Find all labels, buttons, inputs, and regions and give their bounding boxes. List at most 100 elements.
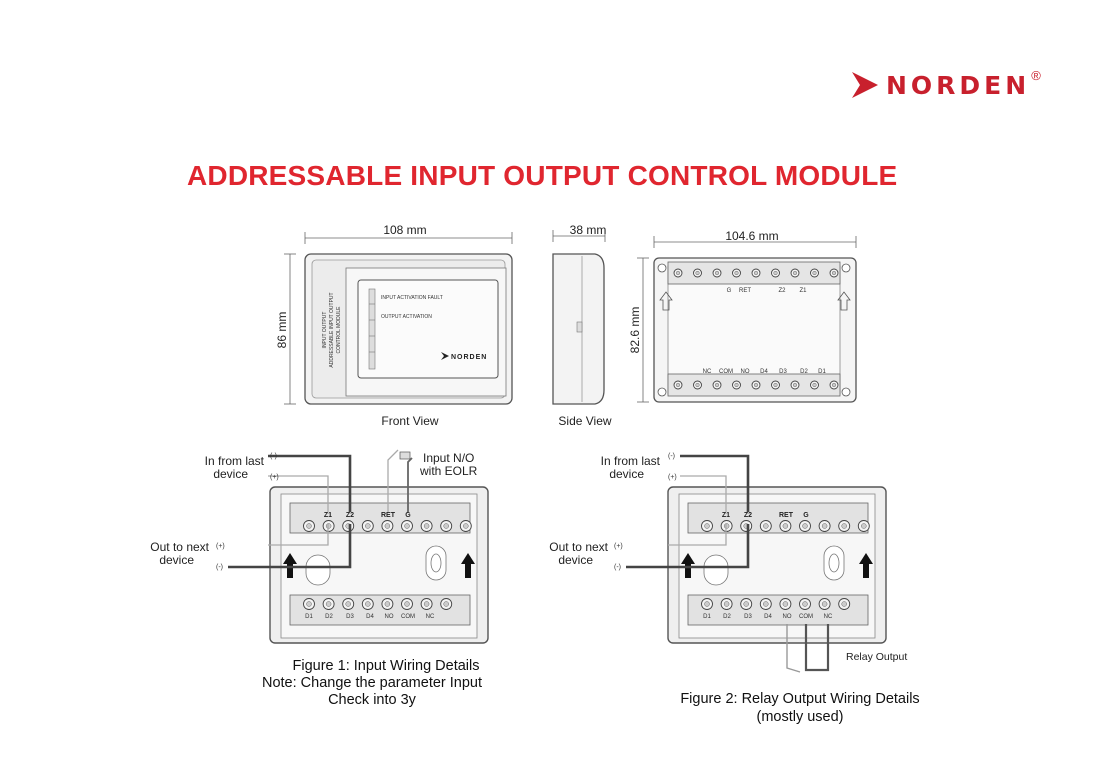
brand-name: NORDEN (886, 70, 1031, 100)
fig2-out-to-next: Out to next (549, 540, 608, 554)
terminal-screw-head (704, 601, 710, 607)
fig2-term-g: G (803, 512, 809, 519)
fig2-device-in: device (609, 467, 644, 481)
fig2-term-d2: D2 (723, 614, 731, 620)
back-label-ret: RET (739, 288, 751, 294)
back-height-label: 82.6 mm (628, 307, 642, 354)
up-arrow-icon (859, 553, 873, 578)
back-label-nc: NC (703, 369, 712, 375)
fig2-term-d3: D3 (744, 614, 752, 620)
front-height-label: 86 mm (275, 312, 289, 349)
terminal-screw-head (695, 270, 700, 276)
terminal-screw-head (404, 601, 410, 607)
fig2-term-d1: D1 (703, 614, 711, 620)
fig2-term-no: NO (783, 614, 792, 620)
terminal-screw-head (821, 601, 828, 607)
fig1-term-d2: D2 (325, 614, 333, 620)
terminal-screw-head (753, 270, 759, 276)
fig2-caption-2: (mostly used) (756, 709, 843, 725)
back-label-z2: Z2 (778, 288, 786, 294)
terminal-screw-head (306, 523, 312, 529)
fig2-plus-in: (+) (668, 474, 677, 481)
terminal-screw-head (714, 270, 720, 276)
fig2-term-d4: D4 (764, 614, 772, 620)
led-label-input: INPUT ACTIVATION FAULT (381, 295, 443, 301)
terminal-screw-head (734, 382, 739, 388)
terminal-screw-head (695, 382, 700, 388)
fig1-input-no: Input N/O (423, 451, 474, 465)
back-label-d2: D2 (800, 369, 808, 375)
side-text-1: INPUT OUTPUT (322, 312, 328, 349)
fig1-term-d3: D3 (346, 614, 354, 620)
terminal-screw-head (773, 270, 778, 276)
fig2-relay-output: Relay Output (846, 651, 907, 663)
fig1-plus-out: (+) (216, 543, 225, 550)
terminal-screw-head (841, 601, 847, 607)
terminal-screw-head (734, 270, 739, 276)
back-view: 104.6 mm 82.6 mm G RET Z2 Z1 NC COM NO D… (628, 229, 857, 403)
terminal-screw-head (782, 523, 789, 529)
figure-2: Z1 Z2 RET G D1 D2 D3 D4 NO COM NC In fro… (549, 453, 919, 725)
back-width-label: 104.6 mm (725, 229, 778, 243)
fig1-minus-out: (-) (216, 564, 223, 571)
terminal-screw-head (763, 601, 769, 607)
terminal-screw-head (675, 270, 681, 276)
terminal-screw-head (423, 601, 430, 607)
up-arrow-icon (283, 553, 297, 578)
terminal-screw-head (763, 523, 769, 529)
fig2-term-com: COM (799, 614, 813, 620)
side-view-label: Side View (558, 414, 611, 428)
fig1-out-to-next: Out to next (150, 540, 209, 554)
fig2-in-from-last: In from last (601, 454, 661, 468)
panel-logo-icon (441, 352, 449, 360)
terminal-screw-head (325, 601, 332, 607)
terminal-screw-head (812, 382, 817, 388)
fig1-term-g: G (405, 512, 411, 519)
back-label-d3: D3 (779, 369, 787, 375)
terminal-screw-head (714, 382, 720, 388)
up-arrow-icon (461, 553, 475, 578)
terminal-screw-head (365, 523, 371, 529)
fig1-term-no: NO (385, 614, 394, 620)
terminal-screw-head (443, 523, 449, 529)
fig1-caption-2: Note: Change the parameter Input (262, 675, 482, 691)
terminal-screw-head (821, 523, 828, 529)
fig1-term-nc: NC (426, 614, 435, 620)
front-view-label: Front View (381, 414, 438, 428)
terminal-screw-head (423, 523, 430, 529)
fig2-term-ret: RET (779, 512, 794, 519)
fig1-caption-1: Figure 1: Input Wiring Details (293, 658, 480, 674)
fig1-caption-3: Check into 3y (328, 692, 417, 708)
registered-mark: ® (1031, 67, 1041, 83)
fig1-device-out: device (159, 553, 194, 567)
back-label-d4: D4 (760, 369, 768, 375)
side-text-3: CONTROL MODULE (336, 306, 342, 354)
fig2-term-z2: Z2 (744, 512, 752, 519)
terminal-screw-head (792, 270, 798, 276)
terminal-screw-head (306, 601, 312, 607)
side-view: 38 mm Side View (552, 223, 612, 428)
back-label-z1: Z1 (799, 288, 807, 294)
terminal-screw-head (365, 601, 371, 607)
page-title: ADDRESSABLE INPUT OUTPUT CONTROL MODULE (187, 160, 898, 191)
fig2-term-z1: Z1 (722, 512, 730, 519)
terminal-screw-head (675, 382, 681, 388)
side-text-2: ADDRESSABLE INPUT OUTPUT (329, 292, 335, 367)
terminal-screw-head (812, 270, 817, 276)
fig1-term-com: COM (401, 614, 415, 620)
fig2-caption-1: Figure 2: Relay Output Wiring Details (680, 691, 919, 707)
fig1-device-in: device (213, 467, 248, 481)
terminal-screw-head (792, 382, 798, 388)
led-label-output: OUTPUT ACTIVATION (381, 314, 432, 320)
terminal-screw-head (831, 382, 837, 388)
terminal-screw-head (443, 601, 449, 607)
terminal-screw-head (773, 382, 778, 388)
up-arrow-icon (681, 553, 695, 578)
up-arrow-icon (659, 291, 673, 311)
fig1-with-eolr: with EOLR (419, 464, 478, 478)
terminal-screw-head (782, 601, 789, 607)
terminal-screw-head (831, 270, 837, 276)
fig1-term-z2: Z2 (346, 512, 354, 519)
figure-1: Z1 Z2 RET G D1 D2 D3 D4 NO COM NC In fro… (150, 449, 489, 708)
